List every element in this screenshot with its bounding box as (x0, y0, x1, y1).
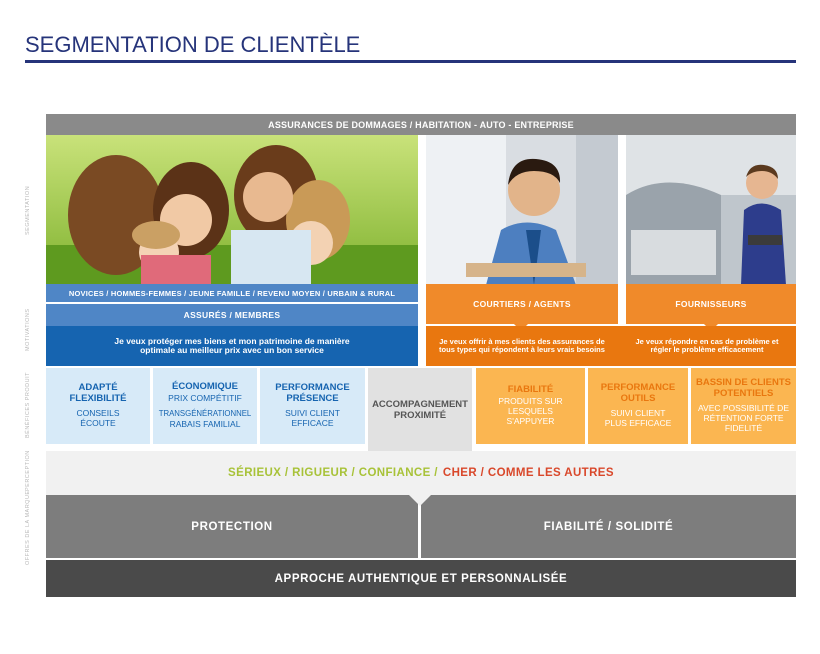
benefit-sub: SUIVI CLIENT EFFICACE (285, 408, 340, 428)
offer-approche: APPROCHE AUTHENTIQUE ET PERSONNALISÉE (46, 560, 796, 597)
benefit-head: PERFORMANCE OUTILS (600, 382, 676, 405)
benefit-performance-presence: PERFORMANCE PRÉSENCE SUIVI CLIENT EFFICA… (260, 368, 365, 444)
broker-photo (426, 135, 618, 285)
segment-label-fournisseurs: FOURNISSEURS (626, 284, 796, 324)
segment-label-courtiers: COURTIERS / AGENTS (426, 284, 618, 324)
benefit-fiabilite: FIABILITÉ PRODUITS SUR LESQUELS S'APPUYE… (476, 368, 585, 444)
side-label-motivations: MOTIVATIONS (25, 308, 31, 352)
benefit-sub: PRODUITS SUR LESQUELS S'APPUYER (498, 396, 563, 426)
motivation-fournisseurs: Je veux répondre en cas de problème et r… (618, 326, 796, 366)
page-title: SEGMENTATION DE CLIENTÈLE (25, 32, 361, 57)
side-label-segmentation: SEGMENTATION (25, 185, 31, 235)
benefit-economique: ÉCONOMIQUE PRIX COMPÉTITIF TRANSGÉNÉRATI… (153, 368, 257, 444)
benefit-sub: SUIVI CLIENT PLUS EFFICACE (604, 408, 672, 428)
motivation-assures: Je veux protéger mes biens et mon patrim… (46, 326, 418, 366)
family-photo (46, 135, 418, 285)
benefit-sub: PRIX COMPÉTITIF (168, 393, 242, 404)
benefit-adapte: ADAPTÉ FLEXIBILITÉ CONSEILS ÉCOUTE (46, 368, 150, 444)
benefit-head: ÉCONOMIQUE (172, 381, 238, 393)
side-label-offres: OFFRES DE LA MARQUE (25, 490, 31, 566)
perception-positive: SÉRIEUX / RIGUEUR / CONFIANCE / (228, 467, 438, 479)
title-rule (25, 60, 796, 63)
benefit-head: ADAPTÉ FLEXIBILITÉ (69, 382, 127, 405)
side-label-perception: PERCEPTION (25, 450, 31, 491)
benefit-sub: TRANSGÉNÉRATIONNEL (158, 408, 252, 418)
side-label-benefices: BÉNÉFICES PRODUIT (25, 372, 31, 438)
benefit-sub: CONSEILS ÉCOUTE (76, 408, 120, 428)
perception-row: SÉRIEUX / RIGUEUR / CONFIANCE / CHER / C… (46, 451, 796, 495)
segment-label-assures: ASSURÉS / MEMBRES (46, 304, 418, 326)
perception-negative: CHER / COMME LES AUTRES (442, 467, 614, 479)
benefit-sub: RABAIS FAMILIAL (169, 418, 241, 429)
benefit-head: ACCOMPAGNEMENT PROXIMITÉ (372, 399, 468, 421)
motivation-courtiers: Je veux offrir à mes clients des assuran… (426, 326, 618, 366)
benefit-bassin: BASSIN DE CLIENTS POTENTIELS AVEC POSSIB… (691, 368, 796, 444)
benefit-performance-outils: PERFORMANCE OUTILS SUIVI CLIENT PLUS EFF… (588, 368, 688, 444)
supplier-photo (626, 135, 796, 285)
benefit-head: PERFORMANCE PRÉSENCE (275, 382, 350, 405)
offer-fiabilite: FIABILITÉ / SOLIDITÉ (421, 495, 796, 558)
benefit-accompagnement: ACCOMPAGNEMENT PROXIMITÉ (368, 368, 472, 454)
benefit-head: FIABILITÉ (507, 384, 554, 396)
benefit-head: BASSIN DE CLIENTS POTENTIELS (695, 377, 791, 400)
top-band: ASSURANCES DE DOMMAGES / HABITATION - AU… (46, 114, 796, 135)
perception-pointer (409, 495, 431, 506)
offer-protection: PROTECTION (46, 495, 418, 558)
segment-caption-family: NOVICES / HOMMES-FEMMES / JEUNE FAMILLE … (46, 284, 418, 302)
benefit-sub: AVEC POSSIBILITÉ DE RÉTENTION FORTE FIDE… (697, 403, 789, 433)
